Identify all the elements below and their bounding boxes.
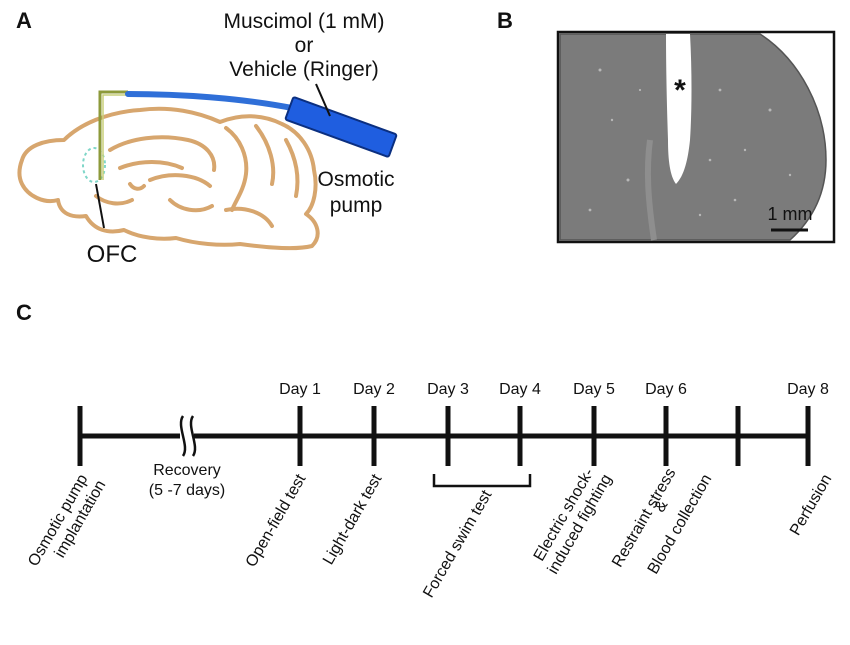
panel-b-letter: B	[497, 8, 513, 33]
tissue-speckles	[588, 68, 792, 217]
track-marker: *	[674, 74, 686, 107]
day-label-8: Day 8	[787, 381, 829, 398]
event-perfusion: Perfusion	[787, 472, 836, 539]
drug-pointer	[315, 83, 331, 117]
timeline-ticks	[77, 406, 811, 466]
day-label-2: Day 2	[353, 381, 395, 398]
day-label-6: Day 6	[645, 381, 687, 398]
cannula-track	[666, 34, 692, 184]
ofc-pointer	[95, 183, 105, 229]
event-light-dark: Light-dark test	[320, 471, 386, 568]
panel-c: C Day 1 Day 2 Day 3 Day 4 Day 5 Day 6 Da…	[16, 300, 835, 601]
drug-label-line1: Muscimol (1 mM)	[224, 10, 385, 33]
tube	[125, 91, 295, 111]
day-label-5: Day 5	[573, 381, 615, 398]
swim-bracket	[432, 474, 532, 488]
ofc-region	[82, 147, 106, 183]
recovery-label-line1: Recovery	[153, 462, 221, 479]
pump-label-line1: Osmotic	[317, 168, 394, 191]
scale-bar-label: 1 mm	[768, 204, 813, 224]
panel-a: A Muscimol (1 mM) or	[16, 8, 398, 268]
cannula	[98, 90, 128, 180]
panel-b: B * 1 mm	[497, 8, 836, 244]
brain-slice	[560, 34, 826, 240]
drug-label-line3: Vehicle (Ringer)	[229, 58, 378, 81]
brain-outline	[17, 106, 320, 251]
drug-label-line2: or	[295, 34, 314, 57]
recovery-label-line2: (5 -7 days)	[149, 482, 225, 499]
event-labels: Osmotic pump implantation Open-field tes…	[25, 466, 835, 601]
panel-a-letter: A	[16, 8, 32, 33]
day-label-4: Day 4	[499, 381, 541, 398]
axis-break	[179, 415, 197, 457]
day-label-1: Day 1	[279, 381, 321, 398]
day-label-3: Day 3	[427, 381, 469, 398]
pump-label-line2: pump	[330, 194, 383, 217]
event-forced-swim: Forced swim test	[420, 487, 495, 601]
panel-c-letter: C	[16, 300, 32, 325]
osmotic-pump	[284, 96, 398, 158]
ofc-label: OFC	[87, 241, 138, 268]
event-open-field: Open-field test	[243, 471, 310, 570]
